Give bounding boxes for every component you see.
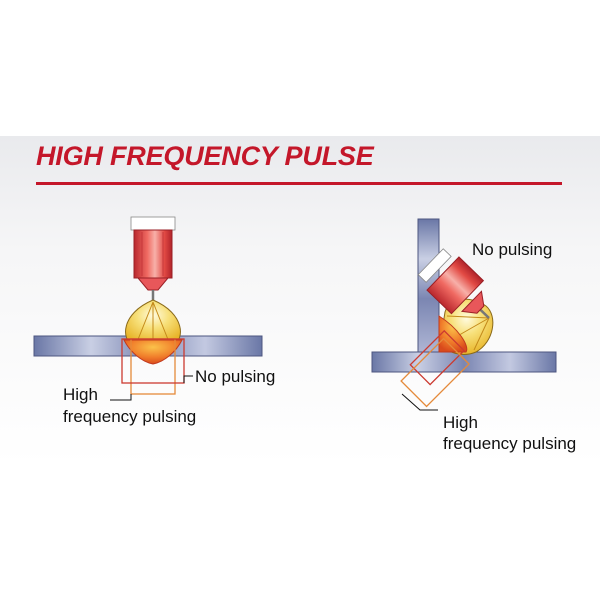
right-no-pulsing-box: [409, 329, 465, 386]
right-torch: [417, 248, 490, 319]
title-underline: [36, 182, 562, 185]
right-weld-diagram: [371, 218, 557, 411]
right-pulsing-box: [400, 337, 470, 408]
right-no-pulsing-label: No pulsing: [472, 240, 553, 259]
right-high-label: High: [443, 413, 478, 432]
left-no-pulsing-leader: [183, 375, 193, 383]
background-panel: [0, 136, 600, 466]
left-no-pulsing-box: [121, 338, 185, 384]
page-title: HIGH FREQUENCY PULSE: [36, 141, 374, 171]
right-frequency-pulsing-label: frequency pulsing: [443, 434, 577, 453]
left-frequency-pulsing-label: frequency pulsing: [63, 407, 197, 426]
left-no-pulsing-label: No pulsing: [195, 367, 276, 386]
left-arc: [125, 299, 181, 345]
left-high-label: High: [63, 385, 98, 404]
right-high-freq-leader: [401, 393, 438, 411]
left-weld-pool: [123, 339, 183, 365]
left-torch: [130, 216, 176, 302]
left-high-freq-leader: [110, 394, 132, 401]
left-weld-diagram: [33, 216, 263, 401]
right-weld-pool: [438, 315, 468, 353]
